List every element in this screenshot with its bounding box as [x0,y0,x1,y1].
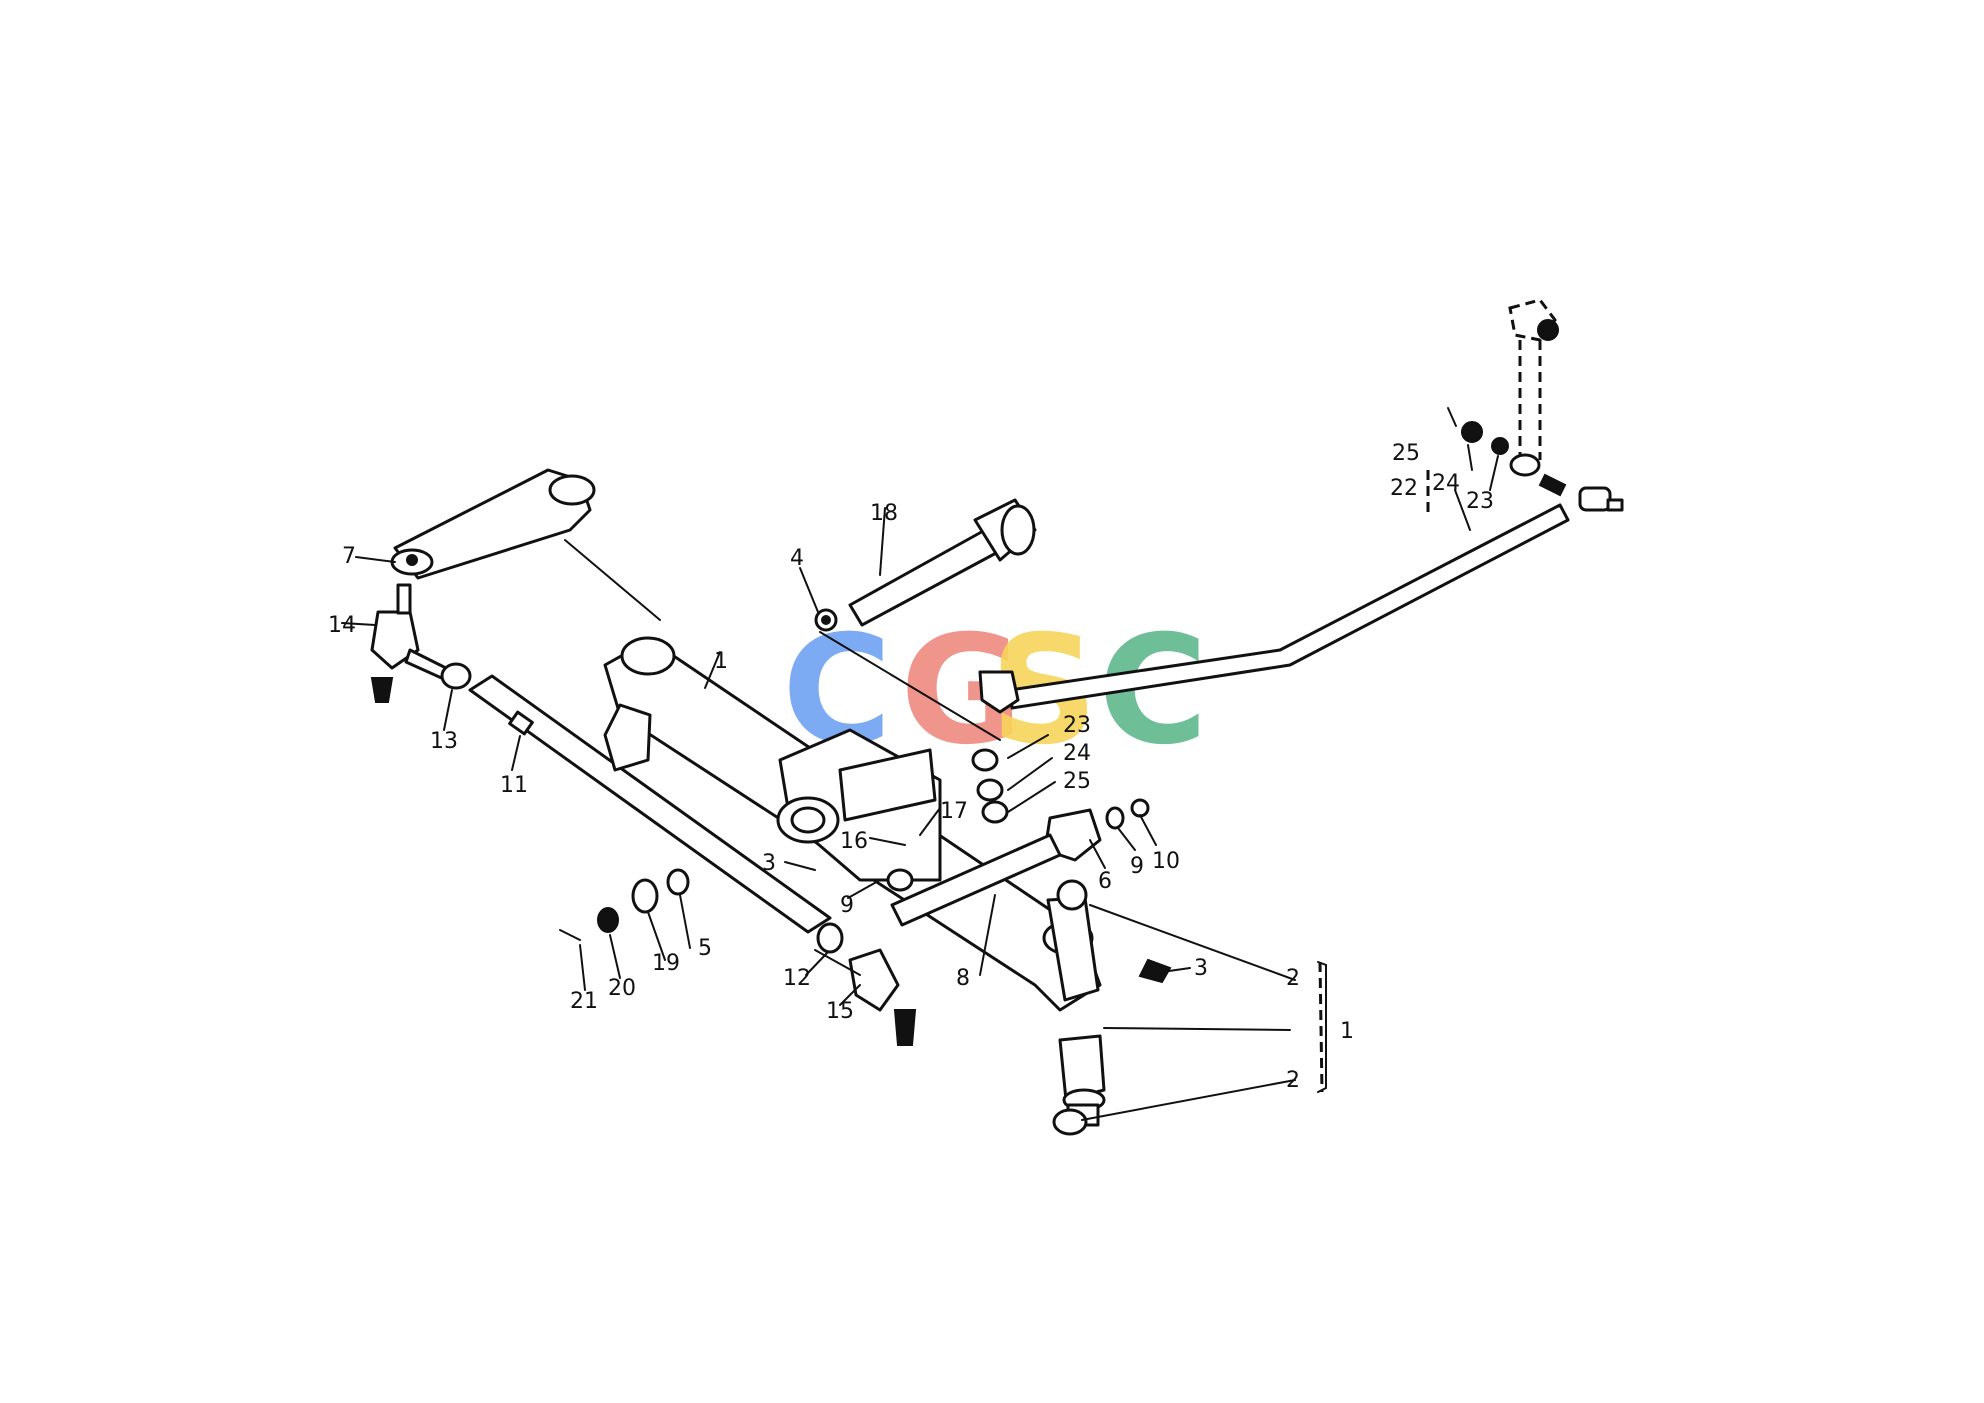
callout-16: 16 [840,829,868,854]
callout-4: 4 [790,546,804,571]
callout-23-middle: 23 [1063,713,1091,738]
callout-11: 11 [500,773,528,798]
cross-link [890,833,1062,927]
callout-22: 22 [1390,476,1418,501]
callout-20: 20 [608,976,636,1001]
nut-13 [440,662,472,690]
callout-25-middle: 25 [1063,769,1091,794]
callout-25-right: 25 [1392,441,1420,466]
callout-17: 17 [940,799,968,824]
callout-15: 15 [826,999,854,1024]
callout-12: 12 [783,966,811,991]
lower-left-hardware [559,868,690,941]
callout-labels: 1 1 2 2 3 3 4 5 6 7 8 9 9 10 11 12 13 14… [328,441,1494,1093]
callout-3-left: 3 [762,851,776,876]
tie-rod-clamp [508,710,534,736]
callout-2-upper: 2 [1286,966,1300,991]
callout-18: 18 [870,501,898,526]
callout-8: 8 [956,966,970,991]
callout-7: 7 [342,544,356,569]
callout-5: 5 [698,936,712,961]
drag-link-18 [814,498,1037,741]
ball-joint-15 [814,948,917,1046]
callout-9-right: 9 [1130,854,1144,879]
callout-23-right: 23 [1466,489,1494,514]
upper-right-link [1447,298,1567,497]
steering-knuckle-right [1046,879,1172,1136]
callout-13: 13 [430,729,458,754]
long-tie-rod [978,486,1624,714]
callout-1-right: 1 [1340,1019,1354,1044]
callout-24-middle: 24 [1063,741,1091,766]
callout-10: 10 [1152,849,1180,874]
callout-2-lower: 2 [1286,1068,1300,1093]
callout-24-right: 24 [1432,471,1460,496]
nut-12 [816,922,844,954]
callout-19: 19 [652,951,680,976]
pitman-arm [390,468,661,621]
callout-3-right: 3 [1194,956,1208,981]
leader-lines [341,444,1499,1121]
callout-21: 21 [570,989,598,1014]
callout-14: 14 [328,613,356,638]
tie-rod [468,674,832,934]
ball-joint-left [370,583,452,703]
callout-9-left: 9 [840,893,854,918]
washer-stack [886,748,1150,892]
callout-6: 6 [1098,869,1112,894]
callout-1-upper: 1 [714,649,728,674]
